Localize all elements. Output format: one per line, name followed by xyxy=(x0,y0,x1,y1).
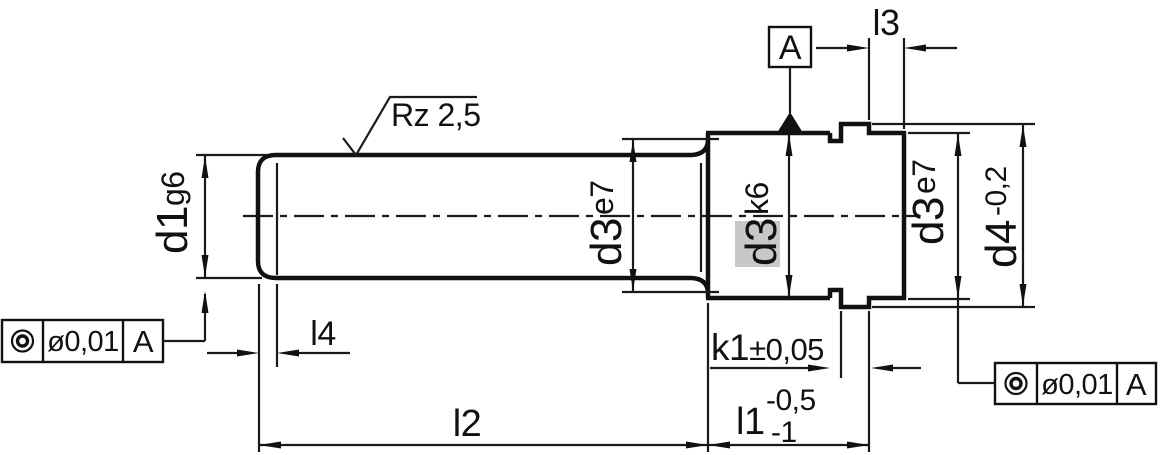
dimension-d1: d1g6 xyxy=(148,153,267,280)
dimension-d3-mid: d3e7 xyxy=(582,137,719,294)
fcf-right-datum: A xyxy=(1126,367,1147,402)
datum-triangle-icon xyxy=(777,112,803,133)
surface-finish-icon: Rz 2,5 xyxy=(342,95,481,157)
l4-label: l4 xyxy=(310,315,335,353)
fcf-right: ø0,01 A xyxy=(993,361,1158,406)
d3-mid-label: d3e7 xyxy=(582,180,631,266)
l1-tol-lower: -1 xyxy=(771,416,797,449)
shaft-outline xyxy=(255,121,907,310)
d1-label: d1g6 xyxy=(148,171,197,254)
d3-end-label: d3e7 xyxy=(904,159,953,245)
concentricity-icon-inner xyxy=(1009,376,1023,391)
dimension-d3-end: d3e7 xyxy=(904,131,995,385)
k1-label: k1±0,05 xyxy=(711,327,824,368)
concentricity-icon xyxy=(1004,371,1028,396)
concentricity-icon xyxy=(10,329,35,353)
dimension-k1: k1±0,05 xyxy=(710,311,921,452)
l3-label: l3 xyxy=(872,2,899,43)
dimension-l4: l4 xyxy=(207,284,350,452)
datum-a-label: A xyxy=(779,29,802,67)
fcf-left-datum: A xyxy=(133,324,154,359)
l1-label: l1 xyxy=(736,401,765,443)
d4-label: d4-0,2 xyxy=(977,166,1026,268)
fcf-left: ø0,01 A xyxy=(0,291,209,364)
d3-k6-highlight xyxy=(735,221,780,267)
l1-tol-upper: -0,5 xyxy=(766,384,816,417)
l2-label: l2 xyxy=(453,403,482,445)
d3-k6-label: d3k6 xyxy=(737,182,786,266)
surface-finish-label: Rz 2,5 xyxy=(391,97,480,133)
fcf-left-tolerance: ø0,01 xyxy=(47,326,119,358)
dimension-d3-k6: d3k6 xyxy=(735,134,793,297)
dimension-d4: d4-0,2 xyxy=(872,122,1035,309)
concentricity-icon-inner xyxy=(15,334,30,348)
dimension-l3: l3 xyxy=(816,2,957,129)
groove-collar-end-outline xyxy=(827,121,907,310)
datum-a: A xyxy=(767,25,813,133)
dimension-l2-l1: l2 l1 -0,5 -1 xyxy=(259,303,869,452)
fcf-right-tolerance: ø0,01 xyxy=(1041,369,1113,401)
